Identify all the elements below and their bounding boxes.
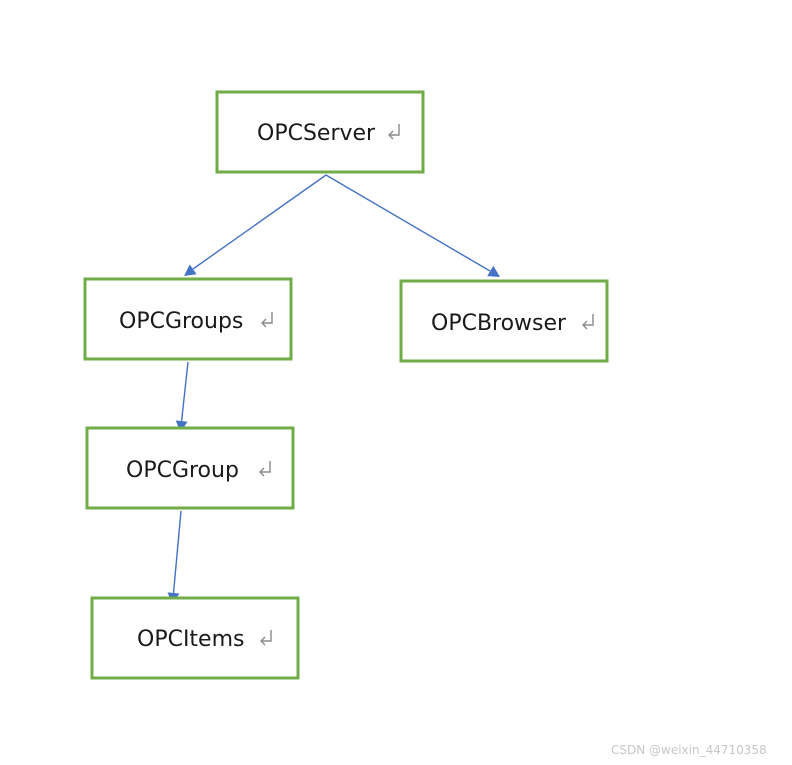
node-label: OPCBrowser xyxy=(431,311,567,336)
edge-opcserver-opcgroups xyxy=(184,174,327,276)
node-box xyxy=(85,426,295,510)
node-box xyxy=(215,90,425,174)
node-box xyxy=(399,279,609,363)
return-arrow-icon xyxy=(260,630,272,646)
watermark: CSDN @weixin_44710358 xyxy=(611,743,767,757)
return-arrow-icon xyxy=(259,461,271,477)
arrowhead-icon xyxy=(175,420,188,432)
edge-opcgroup-opcitems xyxy=(167,510,182,604)
node-label: OPCGroup xyxy=(126,458,239,483)
node-opcgroups: OPCGroups xyxy=(83,277,293,361)
return-arrow-icon xyxy=(388,124,400,140)
node-opcgroup: OPCGroup xyxy=(85,426,295,510)
arrowhead-icon xyxy=(184,264,197,276)
node-label: OPCGroups xyxy=(119,309,243,334)
return-arrow-icon xyxy=(582,314,594,330)
node-label: OPCServer xyxy=(257,121,376,146)
arrowhead-icon xyxy=(487,265,500,277)
return-arrow-icon xyxy=(261,312,273,328)
edge-opcgroups-opcgroup xyxy=(175,361,189,432)
edge-opcserver-opcbrowser xyxy=(325,174,500,277)
node-opcbrowser: OPCBrowser xyxy=(399,279,609,363)
node-opcserver: OPCServer xyxy=(215,90,425,174)
node-label: OPCItems xyxy=(137,627,245,652)
node-box xyxy=(83,277,293,361)
node-opcitems: OPCItems xyxy=(90,596,300,680)
